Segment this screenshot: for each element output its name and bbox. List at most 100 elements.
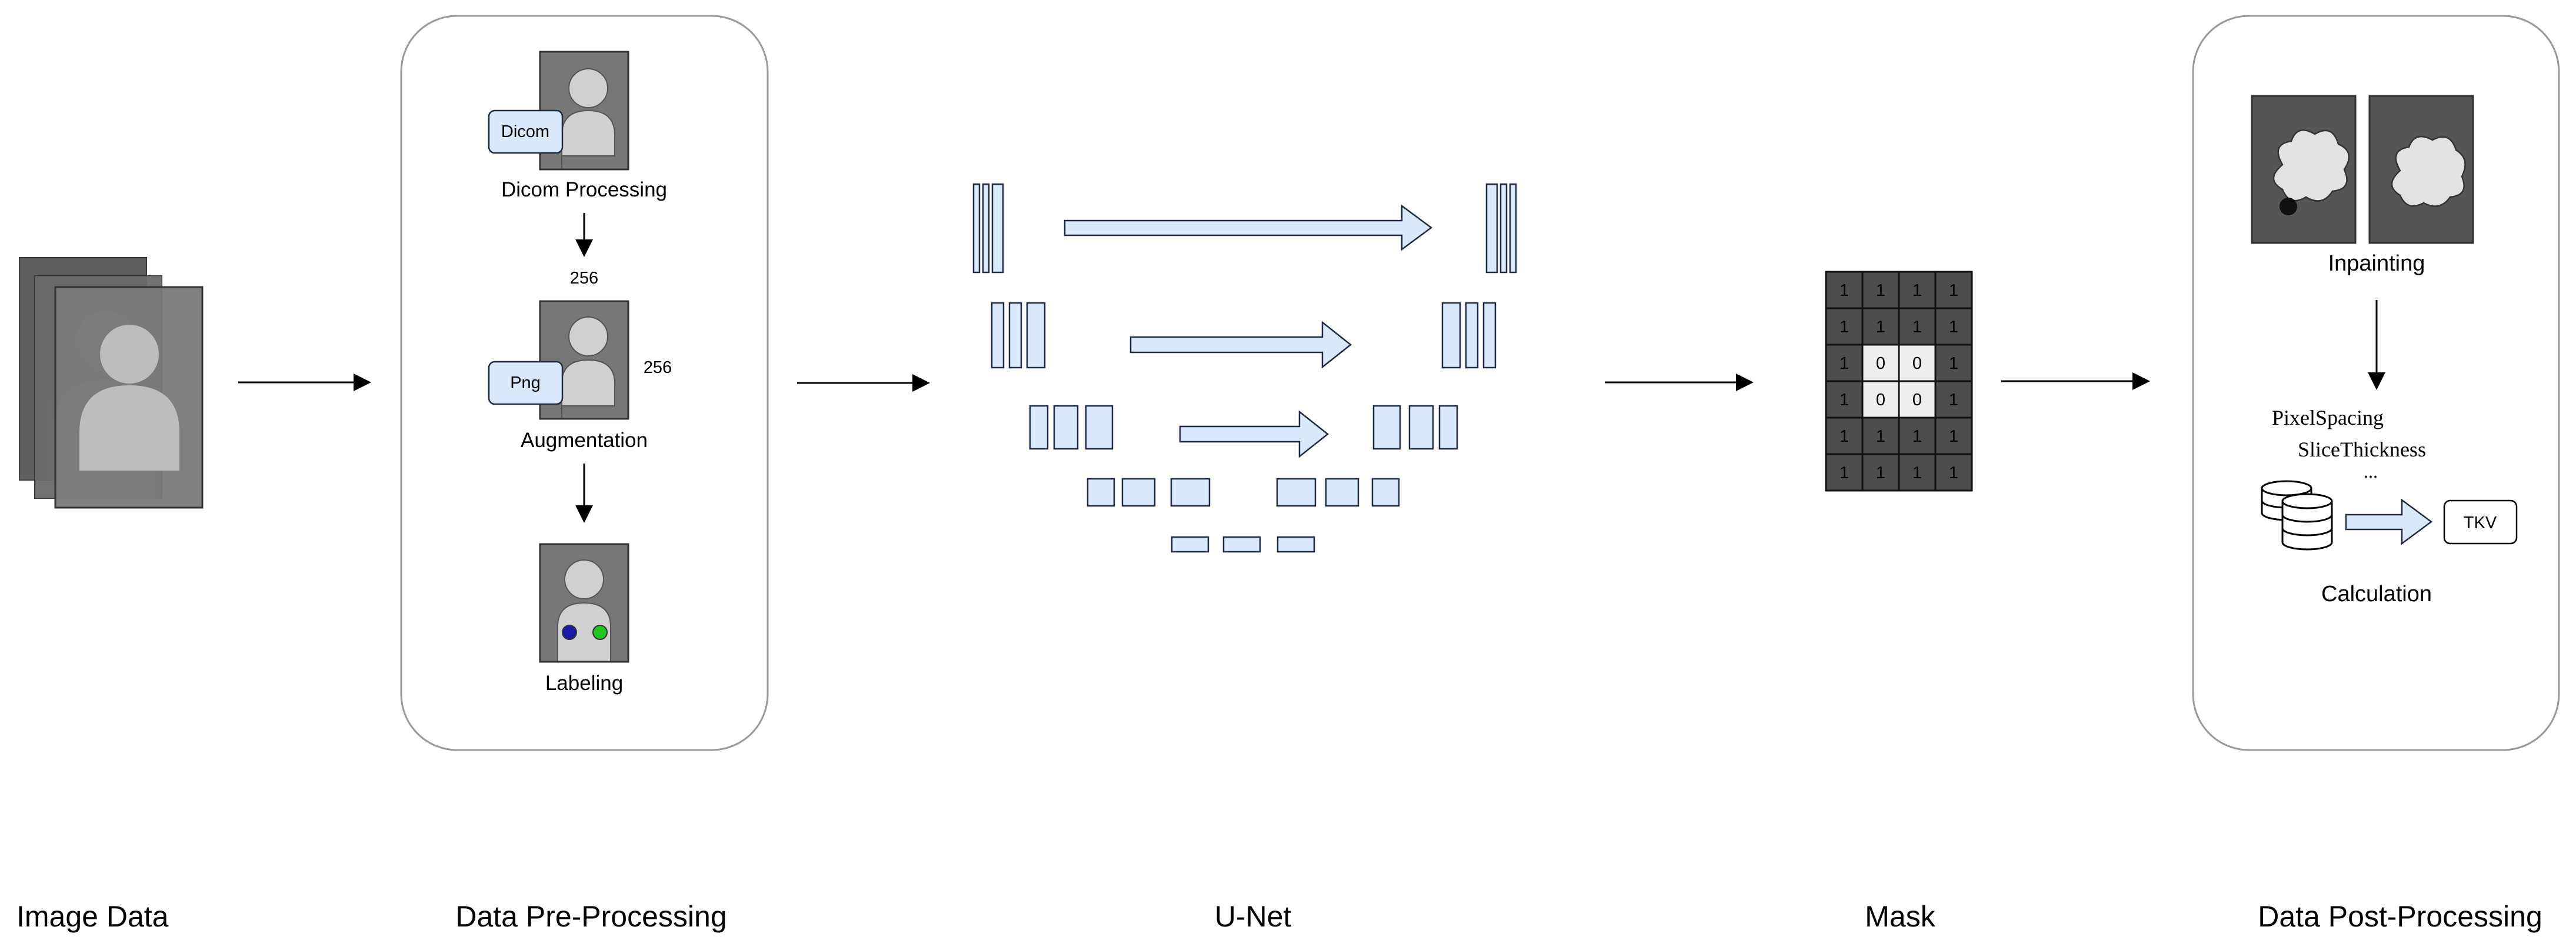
unet-dec2-bar xyxy=(1441,302,1461,369)
mask-cell xyxy=(1861,453,1900,492)
unet-enc3-bar xyxy=(1053,405,1079,450)
mask-cell-value: 0 xyxy=(1912,354,1922,373)
pixel-spacing-label: PixelSpacing xyxy=(2272,406,2384,429)
unet-bottleneck-bar xyxy=(1277,536,1315,553)
calculation-block-arrow xyxy=(2345,498,2433,545)
inpainting-label: Inpainting xyxy=(2328,251,2425,276)
label-marker-green xyxy=(592,625,608,640)
mask-grid: 1 1 1 1 1 1 1 1 1 0 0 1 1 0 0 1 1 1 1 1 1 1 1 1 xyxy=(1825,271,1973,492)
ellipsis-label: ... xyxy=(2364,461,2378,482)
augmentation-image xyxy=(539,300,629,420)
labeling-label: Labeling xyxy=(545,672,623,695)
mask-cell-value: 1 xyxy=(1876,318,1885,336)
skip-connection-arrow-3 xyxy=(1179,410,1329,458)
unet-enc3-bar xyxy=(1029,405,1049,450)
unet-enc3-bar xyxy=(1085,405,1114,450)
tkv-box xyxy=(2443,499,2518,545)
label-marker-blue xyxy=(562,625,577,640)
unet-enc2-bar xyxy=(1008,302,1022,369)
mask-cell-value: 1 xyxy=(1876,281,1885,300)
mask-cell xyxy=(1934,380,1973,419)
mask-cell-value: 1 xyxy=(1949,281,1958,300)
unet-enc4-bar xyxy=(1087,478,1115,507)
png-badge-label: Png xyxy=(510,374,541,392)
skip-connection-arrow-2 xyxy=(1129,321,1352,369)
mask-cell xyxy=(1861,344,1900,382)
mask-cell-value: 1 xyxy=(1839,281,1849,300)
mask-cell xyxy=(1898,453,1937,492)
mask-cell xyxy=(1934,453,1973,492)
mask-cell xyxy=(1934,344,1973,382)
mask-cell-value: 0 xyxy=(1876,391,1885,409)
unet-enc1-bar xyxy=(982,183,990,274)
mask-cell-value: 1 xyxy=(1912,464,1922,482)
section-title-unet: U-Net xyxy=(1215,900,1292,933)
unet-dec2-bar xyxy=(1482,302,1497,369)
unet-dec3-bar xyxy=(1372,405,1401,450)
unet-dec2-bar xyxy=(1465,302,1479,369)
calculation-label: Calculation xyxy=(2321,582,2432,606)
mask-cell-value: 1 xyxy=(1912,281,1922,300)
unet-dec3-bar xyxy=(1408,405,1434,450)
inpainting-after-image xyxy=(2368,95,2474,244)
skip-connection-arrow-1 xyxy=(1064,204,1433,251)
dicom-badge xyxy=(488,109,564,154)
section-title-preprocessing: Data Pre-Processing xyxy=(455,900,727,933)
unet-dec3-bar xyxy=(1438,405,1458,450)
kidney-blob-icon xyxy=(2272,129,2350,202)
png-badge xyxy=(488,361,564,405)
unet-dec1-bar xyxy=(1485,183,1498,274)
mask-cell-value: 1 xyxy=(1912,427,1922,446)
mask-cell xyxy=(1898,307,1937,346)
size-label-side: 256 xyxy=(644,358,672,377)
unet-bottleneck-bar xyxy=(1171,536,1209,553)
mask-cell-value: 1 xyxy=(1949,318,1958,336)
mask-cell xyxy=(1825,416,1864,455)
mask-cell-value: 0 xyxy=(1912,391,1922,409)
mask-cell-value: 1 xyxy=(1839,391,1849,409)
unet-enc4-bar xyxy=(1170,478,1211,507)
mask-cell-value: 1 xyxy=(1876,464,1885,482)
unet-dec4-bar xyxy=(1325,478,1359,507)
section-title-mask: Mask xyxy=(1865,900,1935,933)
labeling-image xyxy=(539,543,629,663)
mask-cell-value: 1 xyxy=(1949,464,1958,482)
mask-cell-value: 0 xyxy=(1876,354,1885,373)
slice-thickness-label: SliceThickness xyxy=(2298,438,2426,461)
unet-enc1-bar xyxy=(972,183,981,274)
mask-cell xyxy=(1825,453,1864,492)
section-title-image-data: Image Data xyxy=(16,900,169,933)
mask-cell-value: 1 xyxy=(1949,391,1958,409)
mask-cell-value: 1 xyxy=(1949,427,1958,446)
mask-cell-value: 1 xyxy=(1839,354,1849,373)
inpainting-before-image xyxy=(2251,95,2357,244)
unet-enc4-bar xyxy=(1121,478,1156,507)
unet-dec1-bar xyxy=(1509,183,1517,274)
mask-cell-value: 1 xyxy=(1839,318,1849,336)
dicom-processing-label: Dicom Processing xyxy=(501,178,667,201)
tkv-label: TKV xyxy=(2464,514,2497,532)
section-title-postprocessing: Data Post-Processing xyxy=(2258,900,2542,933)
image-data-stack xyxy=(19,257,204,509)
mask-cell-value: 1 xyxy=(1912,318,1922,336)
mask-cell-value: 1 xyxy=(1839,427,1849,446)
image-slice-front xyxy=(55,287,202,508)
unet-bottleneck-bar xyxy=(1222,536,1261,553)
size-label-top: 256 xyxy=(570,269,598,288)
unet-enc1-bar xyxy=(991,183,1004,274)
unet-enc2-bar xyxy=(991,302,1005,369)
kidney-blob-icon xyxy=(2391,135,2466,207)
augmentation-label: Augmentation xyxy=(521,429,648,452)
unet-architecture xyxy=(972,183,1517,553)
dicom-badge-label: Dicom xyxy=(501,122,549,141)
mask-cell-value: 1 xyxy=(1839,464,1849,482)
database-icon xyxy=(2261,480,2333,551)
unet-dec4-bar xyxy=(1371,478,1400,507)
unet-enc2-bar xyxy=(1026,302,1046,369)
lesion-dot xyxy=(2280,198,2297,215)
unet-dec4-bar xyxy=(1276,478,1317,507)
mask-cell-value: 1 xyxy=(1876,427,1885,446)
mask-cell-value: 1 xyxy=(1949,354,1958,373)
unet-dec1-bar xyxy=(1499,183,1508,274)
